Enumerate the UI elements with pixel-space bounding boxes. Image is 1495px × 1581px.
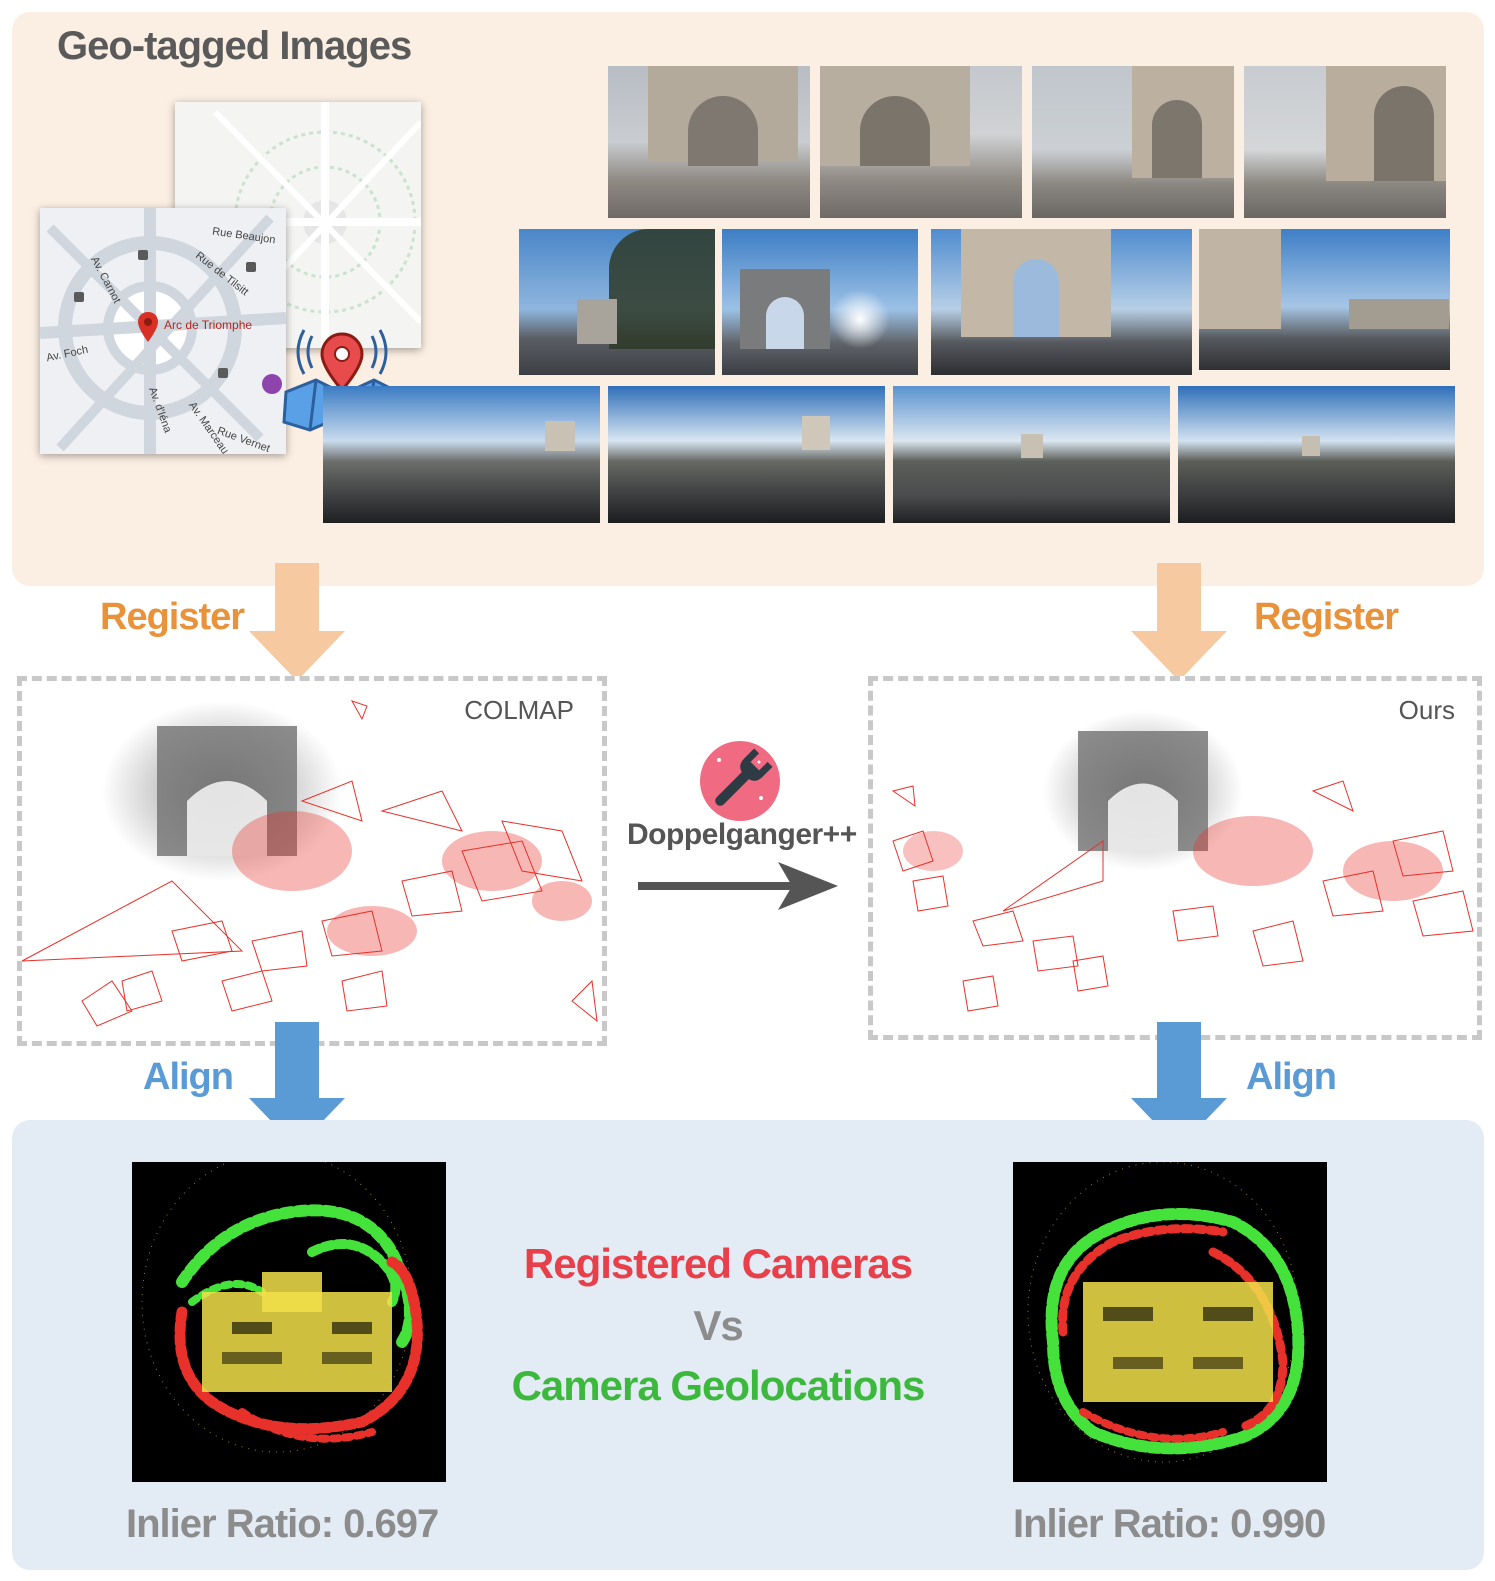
photo-thumbnail bbox=[1199, 229, 1450, 370]
register-arrow-right bbox=[1131, 563, 1227, 681]
ours-reconstruction: Ours bbox=[868, 676, 1482, 1040]
panorama-thumbnail bbox=[608, 386, 885, 523]
panorama-thumbnail bbox=[1178, 386, 1455, 523]
legend-registered-cameras: Registered Cameras bbox=[523, 1240, 913, 1287]
photo-thumbnail bbox=[519, 229, 715, 375]
align-label-right: Align bbox=[1246, 1056, 1337, 1098]
align-label-left: Align bbox=[143, 1056, 234, 1098]
legend-vs: Vs bbox=[693, 1302, 743, 1349]
panorama-thumbnail bbox=[893, 386, 1170, 523]
photo-thumbnail bbox=[1032, 66, 1234, 218]
inlier-ratio-right: Inlier Ratio: 0.990 bbox=[1013, 1502, 1326, 1546]
map-pin-icon bbox=[138, 312, 158, 342]
inlier-ratio-left: Inlier Ratio: 0.697 bbox=[126, 1502, 439, 1546]
align-arrow-right bbox=[1131, 1022, 1227, 1148]
map-thumbnail-front: Arc de Triomphe Rue Beaujon Av. Carnot R… bbox=[40, 208, 286, 454]
register-label-right: Register bbox=[1254, 596, 1399, 638]
register-arrow-left bbox=[249, 563, 345, 681]
photo-thumbnail bbox=[1244, 66, 1446, 218]
photo-thumbnail bbox=[722, 229, 918, 375]
colmap-reconstruction: COLMAP bbox=[17, 676, 607, 1046]
photo-thumbnail bbox=[931, 229, 1192, 375]
align-arrow-left bbox=[249, 1022, 345, 1148]
colmap-tag: COLMAP bbox=[464, 695, 574, 725]
ours-alignment-plot bbox=[1013, 1162, 1327, 1482]
register-label-left: Register bbox=[100, 596, 245, 638]
wrench-icon bbox=[700, 741, 780, 821]
method-label: Doppelganger++ bbox=[627, 818, 857, 851]
panel-title: Geo-tagged Images bbox=[57, 24, 412, 68]
photo-thumbnail bbox=[820, 66, 1022, 218]
photo-thumbnail bbox=[608, 66, 810, 218]
colmap-alignment-plot bbox=[132, 1162, 446, 1482]
legend-camera-geolocations: Camera Geolocations bbox=[511, 1362, 926, 1409]
panorama-thumbnail bbox=[323, 386, 600, 523]
map-pin-label: Arc de Triomphe bbox=[164, 318, 253, 332]
ours-tag: Ours bbox=[1398, 695, 1455, 725]
arrow-right-icon bbox=[638, 862, 838, 910]
